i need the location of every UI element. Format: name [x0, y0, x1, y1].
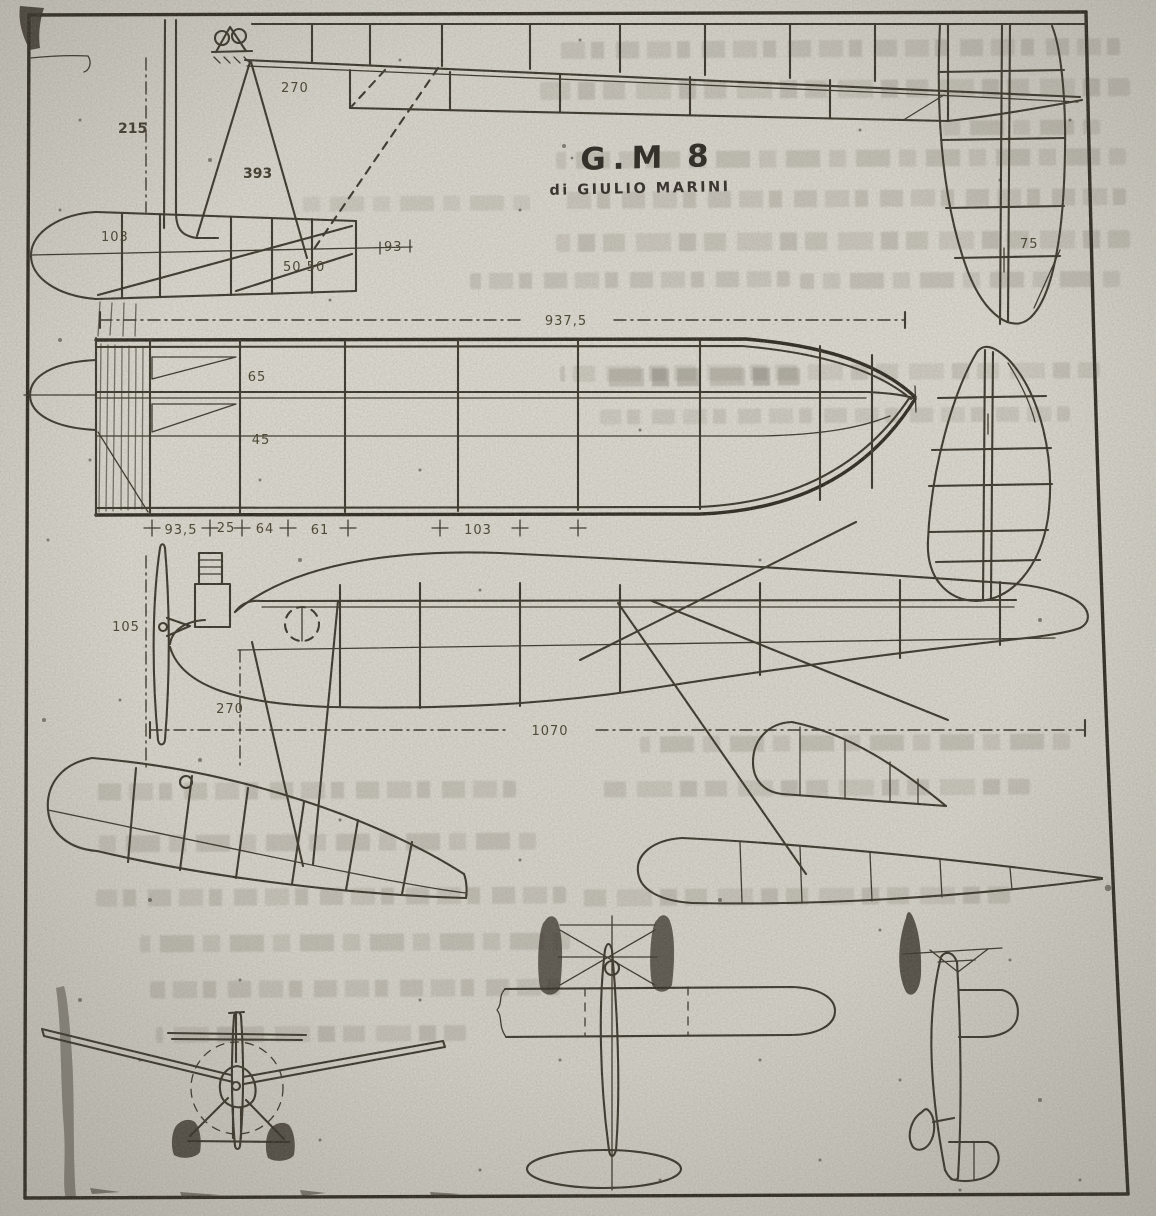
- plan-title: G.M 8: [580, 138, 716, 178]
